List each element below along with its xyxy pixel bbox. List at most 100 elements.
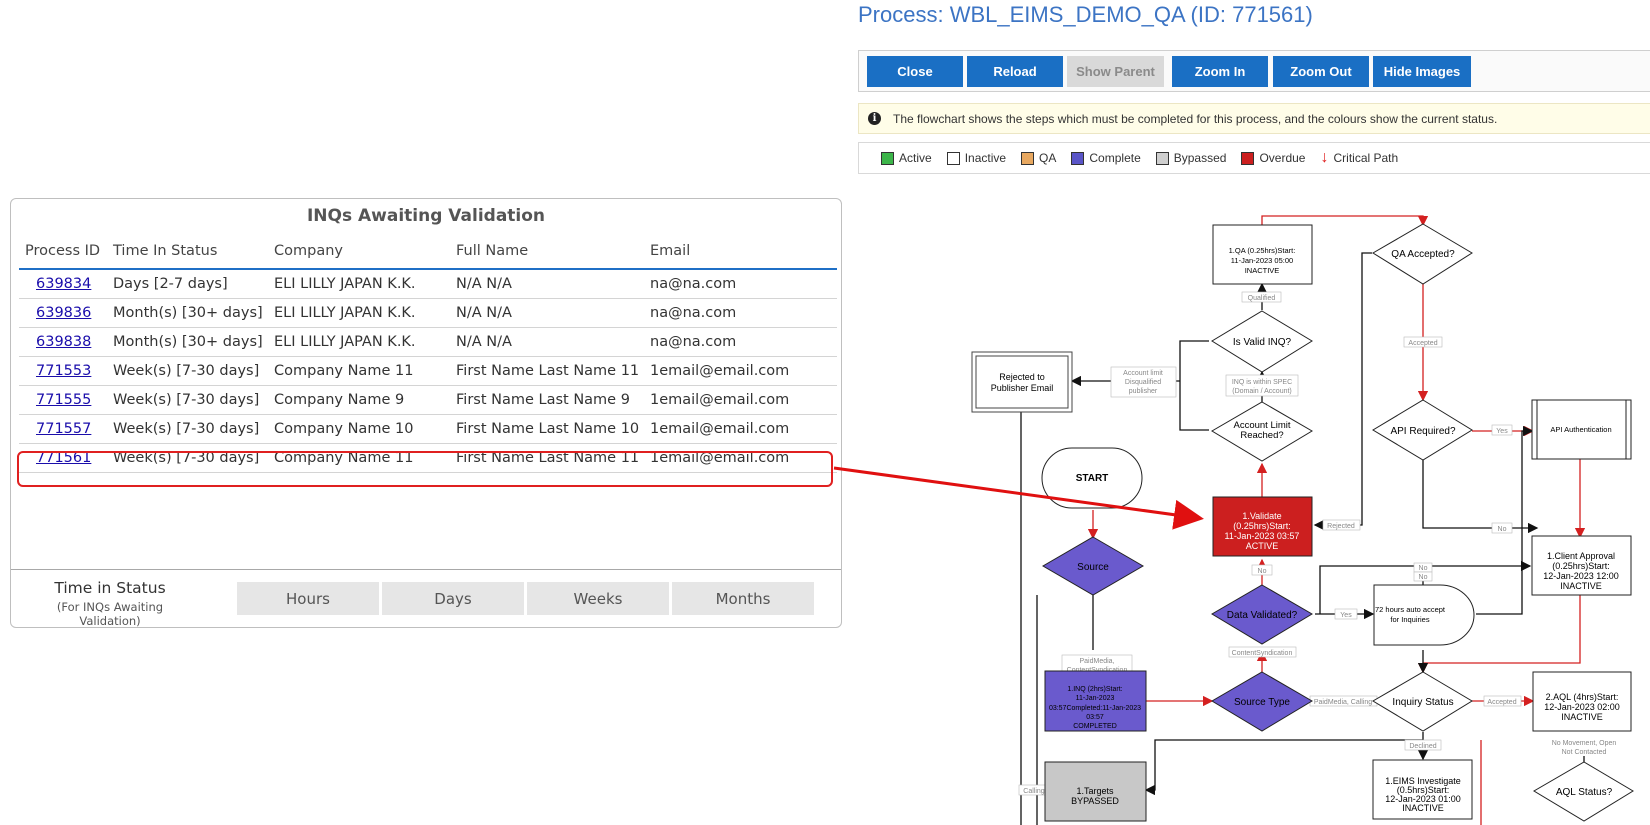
email-cell: 1email@email.com	[644, 385, 837, 415]
legend-label: Active	[899, 151, 932, 165]
company-cell: Company Name 11	[268, 356, 450, 386]
tab-months[interactable]: Months	[672, 582, 814, 615]
svg-text:1.QA (0.25hrs)Start:: 1.QA (0.25hrs)Start:	[1229, 246, 1296, 255]
node-validate[interactable]: 1.Validate (0.25hrs)Start: 11-Jan-2023 0…	[1212, 496, 1313, 557]
legend-label: Inactive	[964, 151, 1007, 165]
info-message: i The flowchart shows the steps which mu…	[858, 103, 1650, 134]
process-id-link[interactable]: 771553	[36, 362, 92, 379]
node-start[interactable]: START	[1041, 447, 1143, 509]
node-inq-step[interactable]: 1.INQ (2hrs)Start: 11-Jan-2023 03:57Comp…	[1044, 670, 1147, 732]
info-text: The flowchart shows the steps which must…	[893, 111, 1498, 126]
table-row[interactable]: 771555 Week(s) [7-30 days] Company Name …	[19, 385, 837, 415]
reload-button[interactable]: Reload	[967, 56, 1063, 87]
email-cell: 1email@email.com	[644, 443, 837, 473]
zoom-in-button[interactable]: Zoom In	[1172, 56, 1268, 87]
toolbar: Close Reload Show Parent Zoom In Zoom Ou…	[858, 50, 1650, 92]
process-id-link[interactable]: 639838	[36, 333, 92, 350]
node-inquiry-status[interactable]: Inquiry Status	[1372, 671, 1473, 732]
critical-path-arrow-icon: ↓	[1320, 149, 1329, 166]
legend-item-complete: Complete	[1071, 151, 1141, 165]
svg-text:INACTIVE: INACTIVE	[1560, 581, 1602, 591]
time-in-status-subtitle: (For INQs Awaiting Validation)	[56, 600, 164, 628]
svg-text:Source Type: Source Type	[1234, 697, 1290, 708]
legend-item-bypassed: Bypassed	[1155, 151, 1226, 165]
table-row-selected[interactable]: 771561 Week(s) [7-30 days] Company Name …	[19, 443, 837, 473]
legend-swatch-inactive	[946, 151, 960, 165]
svg-text:START: START	[1076, 473, 1109, 484]
legend-label: Complete	[1089, 151, 1141, 165]
time-in-status-cell: Week(s) [7-30 days]	[107, 356, 268, 386]
column-header-process-id[interactable]: Process ID	[19, 233, 107, 270]
edge-label-contentsyndication: ContentSyndication	[1232, 650, 1293, 657]
status-legend: Active Inactive QA Complete Bypassed Ove…	[858, 142, 1650, 174]
svg-text:12-Jan-2023 12:00: 12-Jan-2023 12:00	[1543, 571, 1619, 581]
full-name-cell: First Name Last Name 11	[450, 443, 644, 473]
process-id-link[interactable]: 771555	[36, 391, 92, 408]
table-row[interactable]: 639838 Month(s) [30+ days] ELI LILLY JAP…	[19, 327, 837, 357]
node-client-approval[interactable]: 1.Client Approval (0.25hrs)Start: 12-Jan…	[1531, 535, 1632, 596]
close-button[interactable]: Close	[867, 56, 963, 87]
edge-label-not-contacted: Not Contacted	[1562, 749, 1607, 756]
node-qa-accepted[interactable]: QA Accepted?	[1372, 223, 1473, 285]
svg-text:12-Jan-2023 02:00: 12-Jan-2023 02:00	[1544, 702, 1620, 712]
full-name-cell: N/A N/A	[450, 298, 644, 328]
node-source-type[interactable]: Source Type	[1211, 671, 1313, 732]
node-targets[interactable]: 1.Targets BYPASSED	[1044, 761, 1147, 822]
svg-text:QA Accepted?: QA Accepted?	[1391, 249, 1455, 260]
node-72-hours-auto-accept[interactable]: 72 hours auto accept for Inquiries	[1373, 584, 1475, 646]
tab-hours[interactable]: Hours	[237, 582, 379, 615]
tab-days[interactable]: Days	[382, 582, 524, 615]
time-in-status-cell: Week(s) [7-30 days]	[107, 443, 268, 473]
process-id-link[interactable]: 771561	[36, 449, 92, 466]
column-header-time-in-status[interactable]: Time In Status	[107, 233, 268, 270]
svg-text:11-Jan-2023 03:57: 11-Jan-2023 03:57	[1225, 531, 1300, 541]
node-is-valid-inq[interactable]: Is Valid INQ?	[1211, 310, 1313, 373]
company-cell: Company Name 9	[268, 385, 450, 415]
legend-swatch-complete	[1071, 151, 1085, 165]
company-cell: ELI LILLY JAPAN K.K.	[268, 327, 450, 357]
svg-text:11-Jan-2023 05:00: 11-Jan-2023 05:00	[1231, 256, 1293, 265]
edge-label-yes: Yes	[1496, 428, 1508, 435]
node-source[interactable]: Source	[1042, 536, 1144, 596]
company-cell: Company Name 11	[268, 443, 450, 473]
zoom-out-button[interactable]: Zoom Out	[1273, 56, 1369, 87]
node-eims-investigate[interactable]: 1.EIMS Investigate (0.5hrs)Start: 12-Jan…	[1372, 759, 1473, 820]
edge-label-paidmedia-calling: PaidMedia, Calling	[1314, 699, 1372, 706]
node-qa-step[interactable]: 1.QA (0.25hrs)Start: 11-Jan-2023 05:00 I…	[1212, 224, 1313, 285]
svg-text:COMPLETED: COMPLETED	[1073, 723, 1117, 730]
show-parent-button[interactable]: Show Parent	[1067, 56, 1164, 87]
email-cell: na@na.com	[644, 327, 837, 357]
column-header-email[interactable]: Email	[644, 233, 837, 270]
edge-label-declined: Declined	[1409, 743, 1436, 750]
legend-item-critical-path: ↓ Critical Path	[1320, 149, 1399, 166]
legend-swatch-bypassed	[1155, 151, 1169, 165]
node-rejected-publisher-email[interactable]: Rejected to Publisher Email	[971, 351, 1073, 413]
table-row[interactable]: 639836 Month(s) [30+ days] ELI LILLY JAP…	[19, 298, 837, 328]
svg-text:12-Jan-2023 01:00: 12-Jan-2023 01:00	[1385, 794, 1461, 804]
flowchart-nodes: 1.QA (0.25hrs)Start: 11-Jan-2023 05:00 I…	[971, 223, 1634, 822]
node-data-validated[interactable]: Data Validated?	[1211, 584, 1313, 645]
process-id-link[interactable]: 639834	[36, 275, 92, 292]
svg-text:72 hours auto accept: 72 hours auto accept	[1375, 605, 1446, 614]
process-id-link[interactable]: 639836	[36, 304, 92, 321]
node-aql-status[interactable]: AQL Status?	[1533, 761, 1634, 822]
table-row[interactable]: 771557 Week(s) [7-30 days] Company Name …	[19, 414, 837, 444]
legend-label: Critical Path	[1333, 151, 1399, 165]
node-api-authentication[interactable]: API Authentication	[1531, 399, 1632, 460]
node-account-limit-reached[interactable]: Account Limit Reached?	[1211, 401, 1313, 462]
time-in-status-cell: Month(s) [30+ days]	[107, 327, 268, 357]
table-row[interactable]: 771553 Week(s) [7-30 days] Company Name …	[19, 356, 837, 386]
legend-swatch-active	[881, 151, 894, 165]
node-api-required[interactable]: API Required?	[1372, 399, 1473, 461]
svg-text:INACTIVE: INACTIVE	[1561, 712, 1603, 722]
svg-text:Source: Source	[1077, 562, 1109, 573]
column-header-company[interactable]: Company	[268, 233, 450, 270]
legend-item-active: Active	[881, 151, 932, 165]
column-header-full-name[interactable]: Full Name	[450, 233, 644, 270]
table-row[interactable]: 639834 Days [2-7 days] ELI LILLY JAPAN K…	[19, 269, 837, 299]
process-id-link[interactable]: 771557	[36, 420, 92, 437]
hide-images-button[interactable]: Hide Images	[1373, 56, 1471, 87]
edge-label-domain-account: (Domain / Account)	[1232, 388, 1292, 395]
node-aql[interactable]: 2.AQL (4hrs)Start: 12-Jan-2023 02:00 INA…	[1532, 671, 1632, 732]
tab-weeks[interactable]: Weeks	[527, 582, 669, 615]
